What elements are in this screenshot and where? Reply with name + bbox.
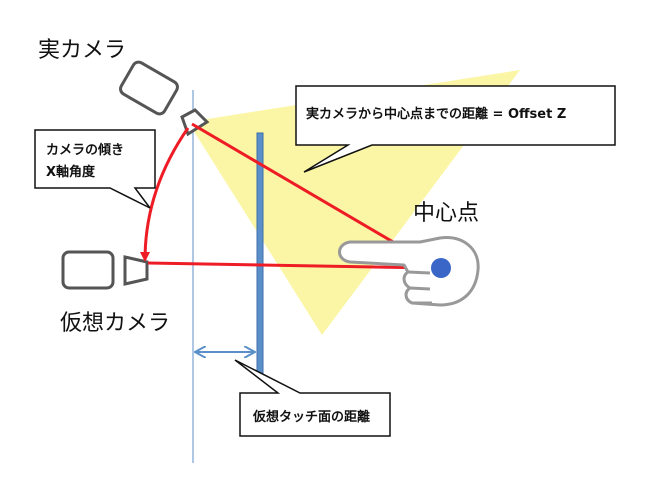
pointing-hand-icon <box>338 236 480 307</box>
center-point-dot <box>431 258 451 278</box>
offset-z-callout-text: 実カメラから中心点までの距離 = Offset Z <box>306 106 566 122</box>
virtual-camera-to-center-line <box>147 261 436 273</box>
tilt-callout-line2: X軸角度 <box>46 164 96 180</box>
virtual-camera-icon <box>61 250 149 290</box>
virtual-camera-label: 仮想カメラ <box>60 311 170 336</box>
tilt-rotation-arrow <box>140 127 190 262</box>
touch-distance-callout-text: 仮想タッチ面の距離 <box>252 409 370 425</box>
offset-z-callout: 実カメラから中心点までの距離 = Offset Z <box>295 85 616 173</box>
real-camera-icon <box>119 60 210 137</box>
tilt-callout-line1: カメラの傾き <box>46 142 124 158</box>
real-camera-label: 実カメラ <box>38 38 126 63</box>
tilt-callout: カメラの傾き X軸角度 <box>34 129 156 209</box>
touch-distance-callout: 仮想タッチ面の距離 <box>234 359 391 437</box>
virtual-touch-plane <box>256 132 264 376</box>
center-point-label: 中心点 <box>413 201 479 226</box>
